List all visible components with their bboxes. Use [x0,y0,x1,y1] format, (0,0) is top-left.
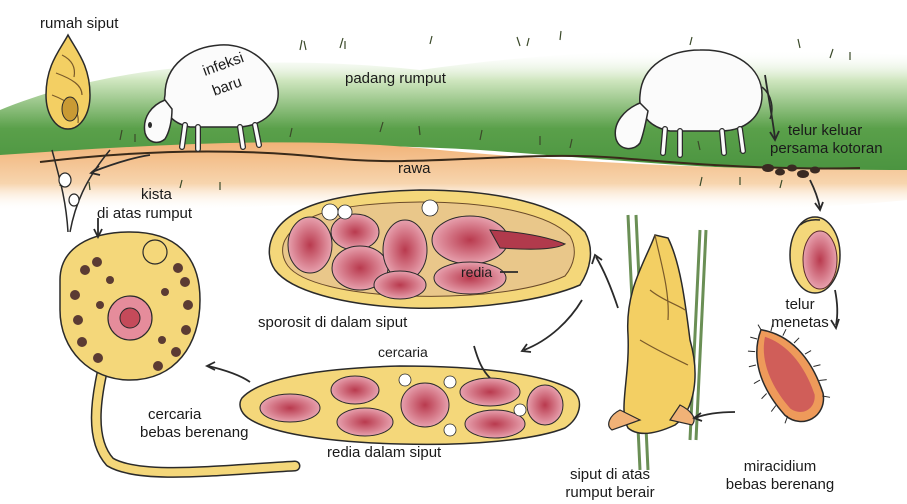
label-sporocyst: sporosit di dalam siput [258,314,407,331]
snail-shell-icon [46,35,90,129]
redia-icon [240,366,579,444]
label-grassland: padang rumput [345,70,446,87]
label-eggs-out-2: persama kotoran [770,140,883,157]
label-free-cercaria-2: bebas berenang [140,424,248,441]
label-free-cercaria-1: cercaria [148,406,201,423]
egg-icon [790,217,840,293]
label-miracidium-2: bebas berenang [710,476,850,493]
label-snail-house: rumah siput [40,15,118,32]
label-cyst-1: kista [141,186,172,203]
label-egg-hatch-1: telur [760,296,840,313]
label-miracidium-1: miracidium [710,458,850,475]
label-cyst-2: di atas rumput [97,205,192,222]
label-redia-in-snail: redia dalam siput [327,444,441,461]
sporocyst-icon [269,190,590,308]
label-eggs-out-1: telur keluar [788,122,862,139]
label-egg-hatch-2: menetas [760,314,840,331]
grassland-band [0,31,907,211]
label-swamp: rawa [398,160,431,177]
snail-on-grass-icon [609,215,706,470]
label-snail-on-grass-2: rumput berair [545,484,675,501]
label-redia-inside: redia [461,264,492,281]
label-snail-on-grass-1: siput di atas [545,466,675,483]
label-cercaria-inside: cercaria [378,344,428,361]
